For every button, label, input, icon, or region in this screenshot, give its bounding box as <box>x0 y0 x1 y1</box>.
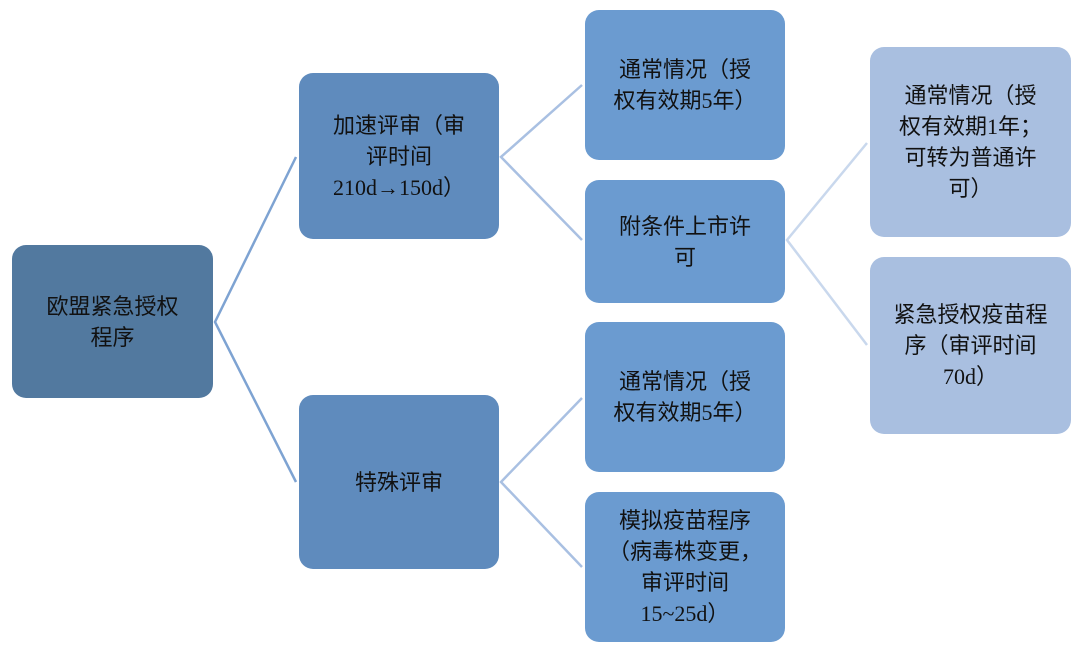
node-emergency-vaccine: 紧急授权疫苗程 序（审评时间 70d） <box>870 257 1071 434</box>
connector-special <box>499 397 583 568</box>
connector-accelerated <box>499 84 583 241</box>
node-accelerated-review: 加速评审（审 评时间 210d→150d） <box>299 73 499 239</box>
node-normal-5yr-a: 通常情况（授 权有效期5年） <box>585 10 785 160</box>
node-eu-emergency-authorization: 欧盟紧急授权 程序 <box>12 245 213 398</box>
node-normal-1yr: 通常情况（授 权有效期1年； 可转为普通许 可） <box>870 47 1071 237</box>
node-normal-5yr-b: 通常情况（授 权有效期5年） <box>585 322 785 472</box>
connector-root <box>213 156 298 483</box>
node-mock-vaccine: 模拟疫苗程序 （病毒株变更， 审评时间 15~25d） <box>585 492 785 642</box>
node-conditional-approval: 附条件上市许 可 <box>585 180 785 303</box>
connector-conditional <box>785 142 868 346</box>
node-special-review: 特殊评审 <box>299 395 499 569</box>
